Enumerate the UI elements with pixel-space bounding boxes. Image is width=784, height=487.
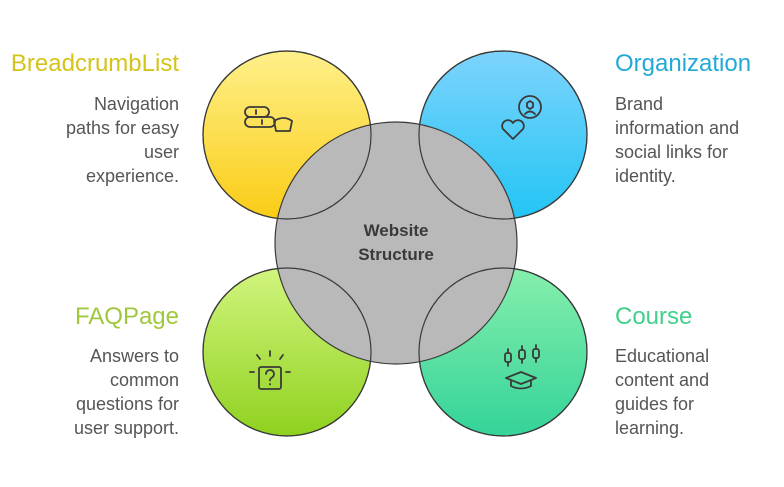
question-box-icon [249,350,291,390]
faq-description: Answers to common questions for user sup… [14,344,179,440]
breadcrumb-title: BreadcrumbList [10,50,179,77]
heart-badge-icon [501,95,542,140]
faq-desc-line: user support. [73,418,179,438]
breadcrumb-desc-line: paths for easy [65,118,179,138]
course-title: Course [615,303,693,330]
breadcrumb-desc-line: user [143,142,179,162]
course-desc-line: content and [615,370,710,390]
course-desc-line: learning. [615,418,685,438]
breadcrumb-desc-line: experience. [85,166,179,186]
organization-desc-line: identity. [615,166,676,186]
breadcrumb-desc-line: Navigation [93,94,179,114]
breadcrumb-description: Navigation paths for easy user experienc… [14,92,179,188]
faq-title: FAQPage [74,303,179,330]
course-desc-line: guides for [615,394,695,414]
center-label: Website Structure [316,219,476,267]
organization-desc-line: social links for [615,142,729,162]
graduation-cap-icon [504,344,540,390]
organization-description: Brand information and social links for i… [615,92,780,188]
center-circle [274,121,518,365]
center-label-line1: Website [363,221,429,240]
course-desc-line: Educational [615,346,710,366]
course-description: Educational content and guides for learn… [615,344,780,440]
bread-icon [244,106,293,132]
organization-desc-line: Brand [615,94,664,114]
center-label-line2: Structure [358,245,434,264]
organization-desc-line: information and [615,118,740,138]
faq-desc-line: common [109,370,179,390]
organization-title: Organization [615,50,752,77]
faq-desc-line: questions for [75,394,179,414]
faq-desc-line: Answers to [89,346,179,366]
